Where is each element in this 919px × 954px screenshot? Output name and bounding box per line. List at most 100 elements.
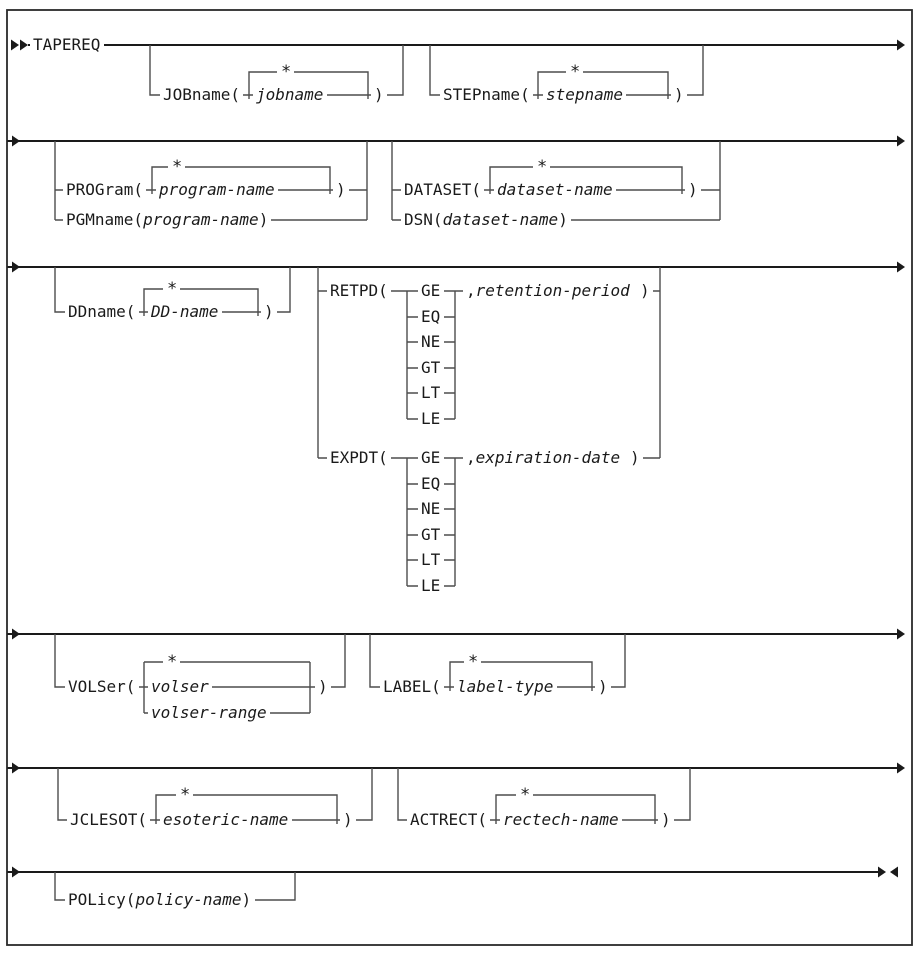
row4-label-default-loop [449, 661, 593, 691]
actrect-keyword: ACTRECT( [410, 810, 487, 829]
text-mask [418, 383, 444, 403]
text-mask [418, 550, 444, 570]
retpd-operator-eq: EQ [421, 307, 440, 326]
row3-continue-arrow-icon [897, 261, 905, 273]
diagram-border [6, 9, 913, 946]
text-mask [327, 448, 391, 468]
text-mask [401, 210, 571, 230]
dsn-keyword: DSN( [404, 210, 443, 229]
policy-keyword: POLicy( [68, 890, 135, 909]
ddname-variable: DD-name [150, 302, 218, 321]
row1-start-arrow-icon [11, 39, 19, 51]
text-mask [407, 810, 490, 830]
retpd-variable: retention-period [476, 281, 630, 300]
program-variable: program-name [158, 180, 275, 199]
text-mask [418, 525, 444, 545]
text-mask [253, 85, 327, 105]
ddname-default: * [167, 279, 177, 299]
program-keyword: PROGram( [66, 180, 143, 199]
jclesot-close-paren: ) [343, 810, 353, 829]
jclesot-default: * [180, 785, 190, 805]
row5-resume-arrow-icon [12, 762, 20, 774]
dataset-default: * [537, 157, 547, 177]
text-mask [148, 302, 222, 322]
row1-stepname-default-loop [537, 71, 669, 99]
text-mask [440, 85, 533, 105]
text-mask [261, 302, 277, 322]
retpd-keyword: RETPD( [330, 281, 388, 300]
row2-continue-arrow-icon [897, 135, 905, 147]
text-mask [464, 652, 481, 672]
actrect-close-paren: ) [661, 810, 671, 829]
text-mask [418, 358, 444, 378]
jclesot-variable: esoteric-name [163, 810, 288, 829]
row5-actrect-default-loop [495, 794, 656, 824]
row6-resume-arrow-icon [12, 866, 20, 878]
stepname-variable: stepname [546, 85, 623, 104]
actrect-default: * [520, 785, 530, 805]
program-close-paren: ) [336, 180, 346, 199]
row5-jclesot-default-loop [155, 794, 338, 824]
row3-ddname-default-loop [143, 288, 259, 316]
pgmname-close-paren: ) [259, 210, 269, 229]
label-variable: label-type [457, 677, 553, 696]
text-mask [277, 62, 294, 82]
text-mask [148, 703, 270, 723]
text-mask [494, 180, 616, 200]
label-default: * [468, 652, 478, 672]
text-mask [168, 157, 185, 177]
text-mask [418, 448, 444, 468]
text-mask [176, 785, 193, 805]
expdt-operator-ne: NE [421, 499, 440, 518]
policy-variable: policy-name [135, 890, 242, 909]
text-mask [315, 677, 331, 697]
dsn-close-paren: ) [558, 210, 568, 229]
text-mask [566, 62, 583, 82]
row2-program-default-loop [151, 166, 331, 194]
label-keyword: LABEL( [383, 677, 441, 696]
volser-keyword: VOLSer( [68, 677, 135, 696]
row4-continue-arrow-icon [897, 628, 905, 640]
text-mask [148, 677, 212, 697]
volser-close-paren: ) [318, 677, 328, 696]
stepname-keyword: STEPname( [443, 85, 530, 104]
row1-jobname-default-loop [248, 71, 369, 99]
jobname-close-paren: ) [374, 85, 384, 104]
expdt-operator-lt: LT [421, 550, 441, 569]
text-mask [63, 210, 271, 230]
text-mask [418, 281, 444, 301]
program-default: * [172, 157, 182, 177]
stepname-close-paren: ) [674, 85, 684, 104]
text-mask [65, 302, 139, 322]
text-mask [685, 180, 701, 200]
text-mask [156, 180, 278, 200]
text-mask [500, 810, 622, 830]
statement-end-arrow2-icon [890, 866, 898, 878]
ddname-keyword: DDname( [68, 302, 135, 321]
text-mask [671, 85, 687, 105]
retpd-operator-gt: GT [421, 358, 441, 377]
text-mask [327, 281, 391, 301]
dsn-variable: dataset-name [443, 210, 559, 229]
retpd-close-paren: ) [640, 281, 650, 300]
policy-close-paren: ) [242, 890, 252, 909]
text-mask [418, 332, 444, 352]
text-mask [160, 810, 292, 830]
volser-variable: volser [151, 677, 209, 696]
row4-resume-arrow-icon [12, 628, 20, 640]
jclesot-keyword: JCLESOT( [70, 810, 147, 829]
row2-resume-arrow-icon [12, 135, 20, 147]
expdt-operator-eq: EQ [421, 474, 440, 493]
label-close-paren: ) [598, 677, 608, 696]
text-mask [533, 157, 550, 177]
jobname-keyword: JOBname( [163, 85, 240, 104]
expdt-comma: , [466, 448, 476, 467]
pgmname-keyword: PGMname( [66, 210, 143, 229]
command-keyword: TAPEREQ [33, 35, 100, 54]
expdt-keyword: EXPDT( [330, 448, 388, 467]
expdt-operator-gt: GT [421, 525, 441, 544]
expdt-close-paren: ) [630, 448, 640, 467]
text-mask [333, 180, 349, 200]
text-mask [163, 652, 180, 672]
